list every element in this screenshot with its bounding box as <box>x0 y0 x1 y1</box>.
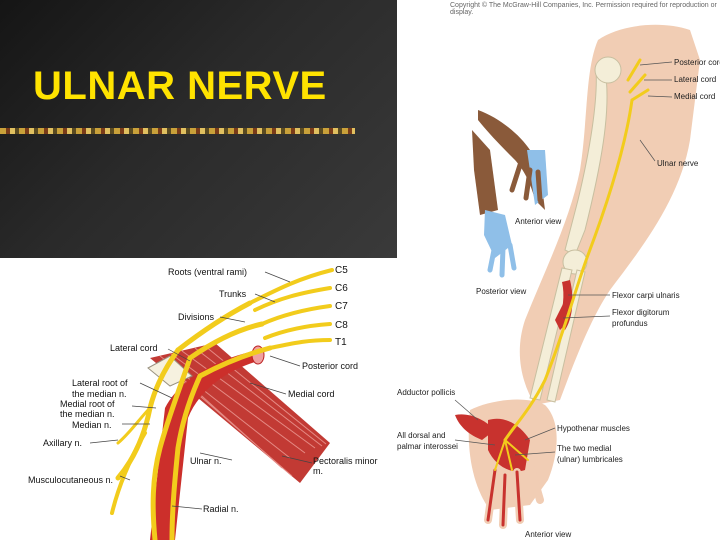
label-c5: C5 <box>335 265 348 276</box>
label-medial-cord: Medial cord <box>288 389 335 399</box>
small-hand-anterior <box>478 110 548 210</box>
label-c6: C6 <box>335 283 348 294</box>
label-arm-lateral-cord: Lateral cord <box>674 75 716 84</box>
copyright-notice: Copyright © The McGraw-Hill Companies, I… <box>450 2 717 16</box>
small-hand-posterior <box>472 130 517 278</box>
label-axillary: Axillary n. <box>43 438 82 448</box>
label-interossei-2: palmar interossei <box>397 442 458 451</box>
label-lateral-root-2: the median n. <box>72 389 127 399</box>
label-anterior-view-bottom: Anterior view <box>525 530 571 539</box>
label-c7: C7 <box>335 301 348 312</box>
leader-lines <box>89 271 313 510</box>
arm-leader-lines <box>454 61 673 456</box>
label-medial-root-1: Medial root of <box>60 399 115 409</box>
ulnar-arm-diagram: Posterior cord Lateral cord Medial cord … <box>397 24 720 539</box>
label-pectoralis-1: Pectoralis minor <box>313 456 378 466</box>
label-hypothenar: Hypothenar muscles <box>557 424 630 433</box>
label-lateral-root-1: Lateral root of <box>72 378 128 388</box>
label-radial: Radial n. <box>203 504 239 514</box>
label-c8: C8 <box>335 320 348 331</box>
label-ulnar: Ulnar n. <box>190 456 222 466</box>
label-lumbricals-1: The two medial <box>557 444 611 453</box>
label-fdp-2: profundus <box>612 319 648 328</box>
label-adductor: Adductor pollicis <box>397 388 455 397</box>
label-musculocutaneous: Musculocutaneous n. <box>28 475 113 485</box>
label-roots: Roots (ventral rami) <box>168 267 247 277</box>
label-anterior-view-small: Anterior view <box>515 217 561 226</box>
label-ulnar-nerve: Ulnar nerve <box>657 159 699 168</box>
slide-title: ULNAR NERVE <box>33 64 327 108</box>
label-median: Median n. <box>72 420 112 430</box>
label-pectoralis-2: m. <box>313 466 323 476</box>
label-arm-medial-cord: Medial cord <box>674 92 715 101</box>
title-divider <box>0 128 355 134</box>
brachial-plexus-diagram: Roots (ventral rami) C5 C6 Trunks C7 Div… <box>28 265 378 540</box>
plexus-nerves <box>110 268 334 540</box>
label-lumbricals-2: (ulnar) lumbricales <box>557 455 623 464</box>
label-posterior-cord: Posterior cord <box>302 361 358 371</box>
label-arm-posterior-cord: Posterior cord <box>674 58 720 67</box>
label-divisions: Divisions <box>178 312 215 322</box>
label-posterior-view: Posterior view <box>476 287 526 296</box>
label-lateral-cord: Lateral cord <box>110 343 158 353</box>
label-interossei-1: All dorsal and <box>397 431 445 440</box>
label-t1: T1 <box>335 337 347 348</box>
label-trunks: Trunks <box>219 289 247 299</box>
label-medial-root-2: the median n. <box>60 409 115 419</box>
label-fcu: Flexor carpi ulnaris <box>612 291 680 300</box>
ulnar-nerve-path <box>494 58 650 471</box>
label-fdp-1: Flexor digitorum <box>612 308 670 317</box>
